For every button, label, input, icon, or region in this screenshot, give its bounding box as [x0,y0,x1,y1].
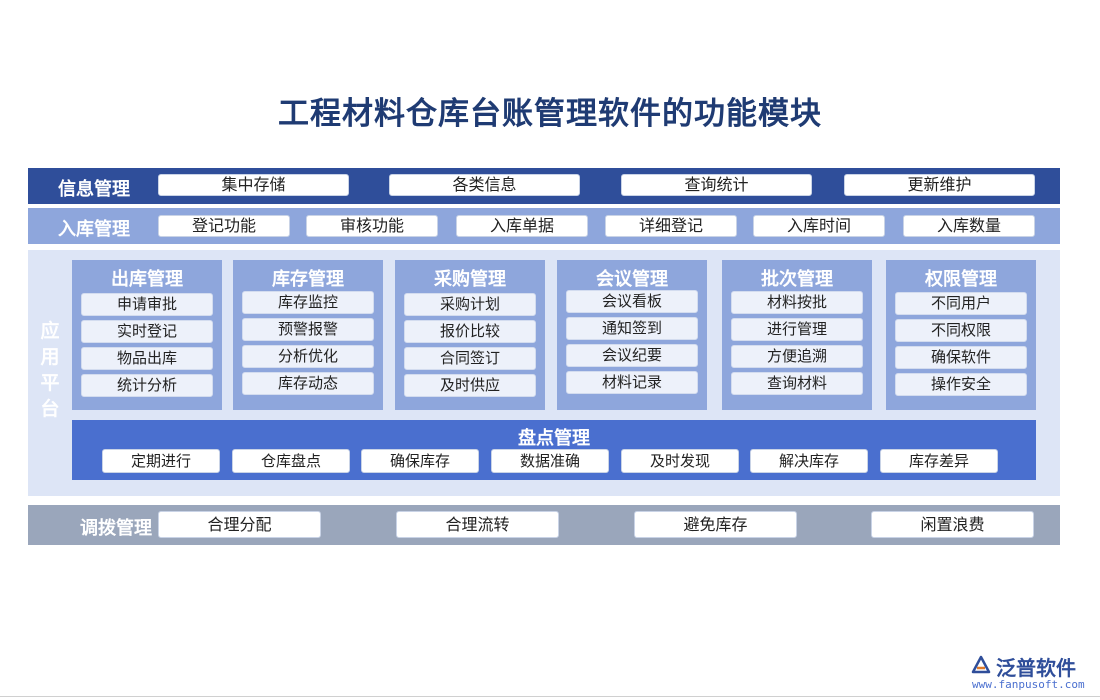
inventory-item[interactable]: 确保库存 [361,449,479,473]
inbound-management-row: 入库管理 登记功能 审核功能 入库单据 详细登记 入库时间 入库数量 [28,208,1060,244]
module-item[interactable]: 报价比较 [404,320,536,343]
inventory-check-title: 盘点管理 [518,428,590,449]
module-title: 出库管理 [111,269,183,290]
inventory-check-panel: 盘点管理 定期进行 仓库盘点 确保库存 数据准确 及时发现 解决库存 库存差异 [72,420,1036,480]
module-item[interactable]: 不同权限 [895,319,1027,342]
info-management-label: 信息管理 [58,179,130,200]
inbound-item[interactable]: 登记功能 [158,215,290,237]
module-item[interactable]: 库存动态 [242,372,374,395]
inbound-item[interactable]: 入库数量 [903,215,1035,237]
module-title: 采购管理 [434,269,506,290]
module-item[interactable]: 采购计划 [404,293,536,316]
module-item[interactable]: 进行管理 [731,318,863,341]
module-item[interactable]: 材料记录 [566,371,698,394]
brand-url: www.fanpusoft.com [972,678,1085,691]
info-management-row: 信息管理 集中存储 各类信息 查询统计 更新维护 [28,168,1060,204]
module-item[interactable]: 查询材料 [731,372,863,395]
info-item[interactable]: 集中存储 [158,174,349,196]
module-item[interactable]: 材料按批 [731,291,863,314]
module-item[interactable]: 通知签到 [566,317,698,340]
inbound-management-label: 入库管理 [58,219,130,240]
module-item[interactable]: 操作安全 [895,373,1027,396]
inventory-item[interactable]: 仓库盘点 [232,449,350,473]
module-item[interactable]: 申请审批 [81,293,213,316]
module-item[interactable]: 预警报警 [242,318,374,341]
module-item[interactable]: 合同签订 [404,347,536,370]
module-title: 会议管理 [596,269,668,290]
inbound-item[interactable]: 详细登记 [605,215,737,237]
module-item[interactable]: 物品出库 [81,347,213,370]
module-purchase: 采购管理 采购计划 报价比较 合同签订 及时供应 [395,260,545,410]
application-platform-label: 应用平台 [40,320,60,420]
fanpu-logo-icon [971,655,991,674]
module-item[interactable]: 分析优化 [242,345,374,368]
info-item[interactable]: 各类信息 [389,174,580,196]
inventory-item[interactable]: 数据准确 [491,449,609,473]
module-item[interactable]: 实时登记 [81,320,213,343]
inbound-item[interactable]: 入库单据 [456,215,588,237]
module-item[interactable]: 及时供应 [404,374,536,397]
module-batch: 批次管理 材料按批 进行管理 方便追溯 查询材料 [722,260,872,410]
info-item[interactable]: 查询统计 [621,174,812,196]
brand-logo: 泛普软件 www.fanpusoft.com [970,652,1095,692]
page-title: 工程材料仓库台账管理软件的功能模块 [278,96,822,132]
inventory-item[interactable]: 库存差异 [880,449,998,473]
module-permission: 权限管理 不同用户 不同权限 确保软件 操作安全 [886,260,1036,410]
transfer-item[interactable]: 避免库存 [634,511,797,538]
module-item[interactable]: 方便追溯 [731,345,863,368]
module-item[interactable]: 不同用户 [895,292,1027,315]
brand-name: 泛普软件 [996,656,1076,680]
module-item[interactable]: 统计分析 [81,374,213,397]
transfer-management-label: 调拨管理 [80,518,152,539]
module-item[interactable]: 会议看板 [566,290,698,313]
transfer-management-row: 调拨管理 合理分配 合理流转 避免库存 闲置浪费 [28,505,1060,545]
module-meeting: 会议管理 会议看板 通知签到 会议纪要 材料记录 [557,260,707,410]
module-item[interactable]: 确保软件 [895,346,1027,369]
inbound-item[interactable]: 审核功能 [306,215,438,237]
module-item[interactable]: 会议纪要 [566,344,698,367]
transfer-item[interactable]: 合理流转 [396,511,559,538]
transfer-item[interactable]: 合理分配 [158,511,321,538]
application-platform: 应用平台 出库管理 申请审批 实时登记 物品出库 统计分析 库存管理 库存监控 … [28,250,1060,496]
module-outbound: 出库管理 申请审批 实时登记 物品出库 统计分析 [72,260,222,410]
module-title: 权限管理 [925,269,997,290]
inventory-item[interactable]: 解决库存 [750,449,868,473]
bottom-divider [0,696,1100,697]
module-stock: 库存管理 库存监控 预警报警 分析优化 库存动态 [233,260,383,410]
info-item[interactable]: 更新维护 [844,174,1035,196]
inventory-item[interactable]: 及时发现 [621,449,739,473]
inventory-item[interactable]: 定期进行 [102,449,220,473]
module-title: 批次管理 [761,269,833,290]
inbound-item[interactable]: 入库时间 [753,215,885,237]
module-item[interactable]: 库存监控 [242,291,374,314]
module-title: 库存管理 [272,269,344,290]
transfer-item[interactable]: 闲置浪费 [871,511,1034,538]
